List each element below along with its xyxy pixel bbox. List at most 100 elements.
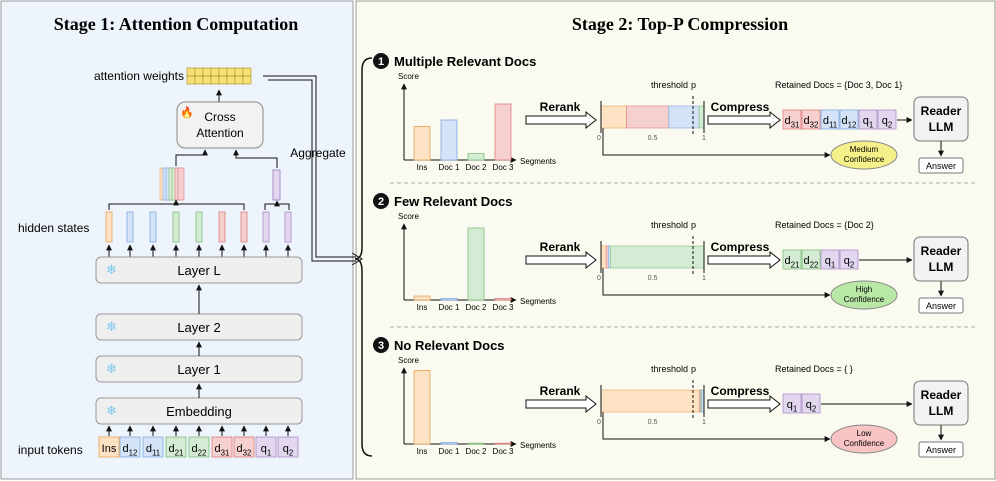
attention-weights-label: attention weights (94, 69, 184, 83)
segments-label: Segments (520, 157, 556, 166)
stacked-segment (610, 245, 705, 269)
attention-cell (186, 75, 196, 85)
input-token (119, 436, 141, 458)
category-label: Doc 2 (466, 163, 487, 172)
p-label: p (691, 220, 696, 230)
reader-llm-label: Reader (921, 388, 962, 402)
attention-cell (226, 75, 236, 85)
panel-number-badge (373, 337, 389, 353)
segments-label: Segments (520, 297, 556, 306)
retained-token-label: d11 (823, 115, 838, 129)
bar (413, 126, 431, 161)
retained-token-label: d12 (842, 115, 857, 129)
category-label: Doc 1 (439, 447, 460, 456)
input-token-label: d21 (169, 443, 185, 457)
input-token-label: d11 (146, 443, 161, 457)
snowflake-icon: ❄ (106, 403, 117, 418)
rerank-arrow (525, 394, 597, 414)
retained-token-label: q2 (806, 399, 817, 413)
compress-arrow (707, 250, 781, 270)
stacked-segment (600, 389, 701, 413)
hidden-state (218, 211, 226, 243)
reader-llm-label: LLM (929, 404, 954, 418)
hidden-state (172, 211, 180, 243)
retained-token (801, 393, 821, 414)
p-label: p (691, 80, 696, 90)
stage1-title: Stage 1: Attention Computation (54, 14, 299, 34)
layer-box (95, 256, 303, 284)
layer-stack: ❄Layer L❄Layer 2❄Layer 1❄Embedding (95, 256, 303, 436)
input-token-label: q2 (283, 443, 294, 457)
retained-token-label: q1 (787, 399, 798, 413)
confidence-label: Medium (850, 145, 879, 154)
threshold-label: threshold (651, 364, 688, 374)
category-label: Doc 3 (493, 163, 514, 172)
attention-cell (194, 75, 204, 85)
rerank-arrow (525, 110, 597, 130)
stacked-state (177, 167, 185, 201)
rerank-label: Rerank (540, 240, 581, 254)
retained-token (801, 249, 821, 270)
rerank-arrow (525, 250, 597, 270)
reader-llm-label: LLM (929, 260, 954, 274)
attention-cell (218, 67, 228, 77)
input-tokens-label: input tokens (18, 443, 83, 457)
input-token (188, 436, 210, 458)
answer-box (918, 297, 964, 314)
attention-cell (210, 75, 220, 85)
bar (494, 442, 512, 445)
input-token (233, 436, 255, 458)
compress-label: Compress (711, 384, 770, 398)
input-token-label: Ins (102, 443, 117, 455)
stage2-title: Stage 2: Top-P Compression (572, 14, 788, 34)
hidden-states-row (105, 211, 292, 257)
retained-token (782, 109, 802, 130)
panel-number: 1 (378, 56, 384, 68)
bar (413, 369, 431, 445)
scale-tick: 0 (597, 135, 601, 142)
input-token (98, 436, 120, 458)
hidden-state (240, 211, 248, 243)
stacked-hidden-states (159, 167, 185, 201)
category-label: Ins (417, 303, 428, 312)
brace (354, 57, 373, 457)
bar (440, 297, 458, 301)
bar (494, 297, 512, 301)
attention-cell (226, 67, 236, 77)
scale-tick: 0.5 (648, 135, 658, 142)
cross-attention-label-1: Cross (204, 110, 235, 124)
panel-number-badge (373, 53, 389, 69)
bar (494, 103, 512, 161)
stacked-segment (626, 105, 670, 129)
stacked-segment (600, 105, 627, 129)
confidence-label: Confidence (844, 295, 885, 304)
confidence-label: High (856, 285, 872, 294)
attention-cell (234, 67, 244, 77)
attention-cell (186, 67, 196, 77)
fire-icon: 🔥 (180, 106, 194, 119)
stacked-segment (668, 105, 700, 129)
input-token (255, 436, 277, 458)
scale-tick: 0 (597, 275, 601, 282)
answer-box (918, 157, 964, 174)
retained-token-label: d31 (785, 115, 801, 129)
retained-token-label: q2 (882, 115, 893, 129)
retained-token-label: d22 (804, 255, 819, 269)
layer-label: Layer 2 (177, 320, 220, 335)
reader-llm-label: Reader (921, 104, 962, 118)
hidden-state (262, 211, 270, 243)
retained-token (782, 249, 802, 270)
stage1-diagram: attention weights 🔥 Cross Attention hidd… (18, 67, 363, 458)
compress-arrow (707, 110, 781, 130)
answer-label: Answer (926, 301, 956, 311)
panel-number: 2 (378, 196, 384, 208)
retained-token-label: d32 (804, 115, 819, 129)
scale-tick: 1 (702, 419, 706, 426)
category-label: Doc 1 (439, 303, 460, 312)
confidence-arrow (602, 128, 831, 158)
stacked-segment (698, 105, 705, 129)
retained-docs-label: Retained Docs = { } (775, 364, 853, 374)
p-label: p (691, 364, 696, 374)
